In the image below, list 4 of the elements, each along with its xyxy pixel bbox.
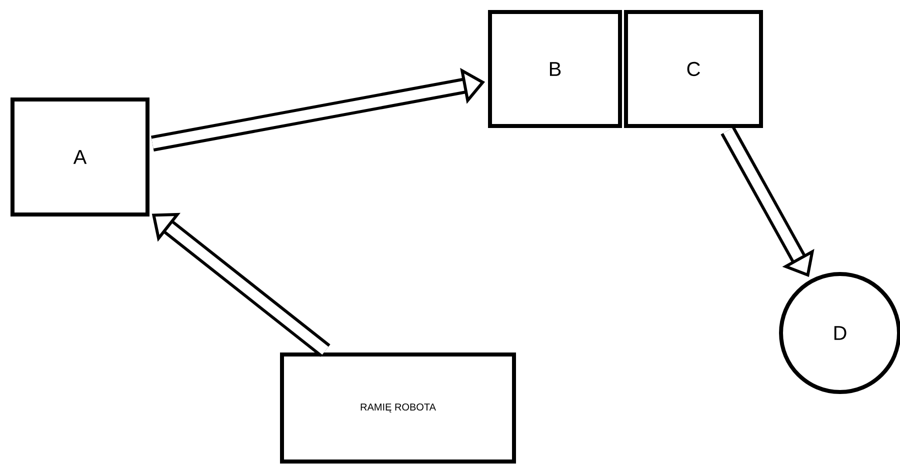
box: B <box>488 10 622 128</box>
box: RAMIĘ ROBOTA <box>280 352 516 464</box>
box: A <box>10 98 150 216</box>
box: C <box>624 10 763 128</box>
